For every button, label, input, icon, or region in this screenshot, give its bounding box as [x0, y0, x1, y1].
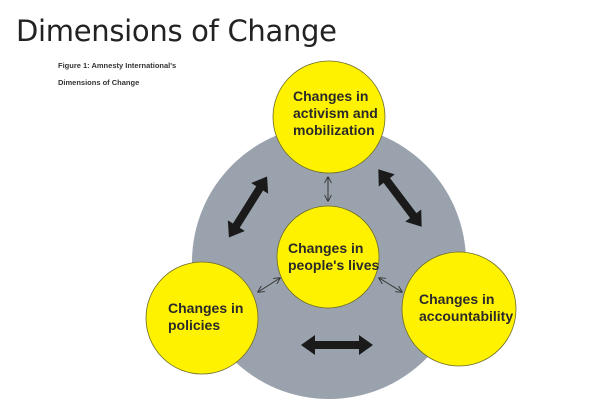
activism-line-3: mobilization: [293, 122, 375, 138]
slide-title: Dimensions of Change: [16, 14, 337, 48]
circle-accountability: Changes in accountability: [401, 251, 517, 367]
accountability-line-2: accountability: [419, 308, 513, 324]
activism-line-1: Changes in: [293, 88, 368, 104]
peoples-lives-line-2: people's lives: [288, 257, 379, 273]
circle-peoples-lives: Changes in people's lives: [276, 205, 379, 309]
thick-arrow-bottom: [301, 335, 373, 355]
caption-line-1: Figure 1: Amnesty International's: [58, 61, 177, 70]
figure-caption: Figure 1: Amnesty International's Dimens…: [58, 57, 176, 91]
policies-line-1: Changes in: [168, 300, 243, 316]
circle-activism: Changes in activism and mobilization: [272, 60, 386, 174]
thin-arrow-right: [379, 278, 402, 292]
circle-policies: Changes in policies: [145, 261, 259, 375]
thin-arrow-left: [258, 278, 280, 292]
thick-arrow-left: [227, 176, 269, 238]
policies-line-2: policies: [168, 317, 220, 333]
caption-line-2: Dimensions of Change: [58, 78, 140, 87]
peoples-lives-line-1: Changes in: [288, 240, 363, 256]
accountability-line-1: Changes in: [419, 291, 494, 307]
activism-line-2: activism and: [293, 105, 378, 121]
thick-arrow-right: [378, 169, 422, 227]
